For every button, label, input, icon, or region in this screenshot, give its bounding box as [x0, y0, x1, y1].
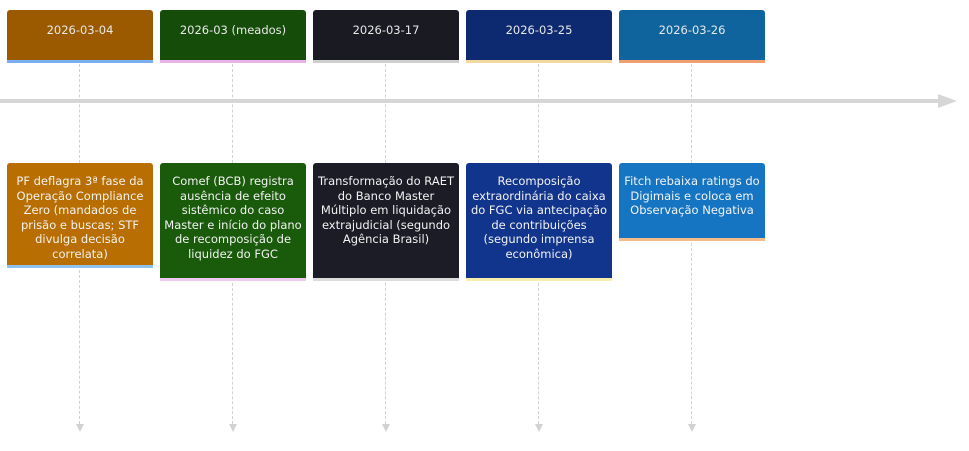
period-connector [538, 64, 539, 163]
period-connector [232, 64, 233, 163]
connector-arrowhead-icon [688, 424, 696, 432]
event-box: Transformação do RAET do Banco Master Mú… [313, 163, 459, 281]
period-box: 2026-03-26 [619, 10, 765, 63]
period-box: 2026-03 (meados) [160, 10, 306, 63]
event-connector [385, 283, 386, 424]
event-connector [538, 283, 539, 424]
period-connector [385, 64, 386, 163]
period-connector [79, 64, 80, 163]
event-connector [79, 270, 80, 424]
event-box: PF deflagra 3ª fase da Operação Complian… [7, 163, 153, 268]
event-box: Fitch rebaixa ratings do Digimais e colo… [619, 163, 765, 241]
axis-arrowhead-icon [938, 94, 957, 108]
event-connector [232, 283, 233, 424]
connector-arrowhead-icon [229, 424, 237, 432]
connector-arrowhead-icon [382, 424, 390, 432]
connector-arrowhead-icon [76, 424, 84, 432]
event-box: Recomposição extraordinária do caixa do … [466, 163, 612, 281]
timeline-axis [0, 99, 940, 103]
event-connector [691, 243, 692, 424]
event-box: Comef (BCB) registra ausência de efeito … [160, 163, 306, 281]
period-box: 2026-03-04 [7, 10, 153, 63]
connector-arrowhead-icon [535, 424, 543, 432]
period-box: 2026-03-17 [313, 10, 459, 63]
period-box: 2026-03-25 [466, 10, 612, 63]
period-connector [691, 64, 692, 163]
